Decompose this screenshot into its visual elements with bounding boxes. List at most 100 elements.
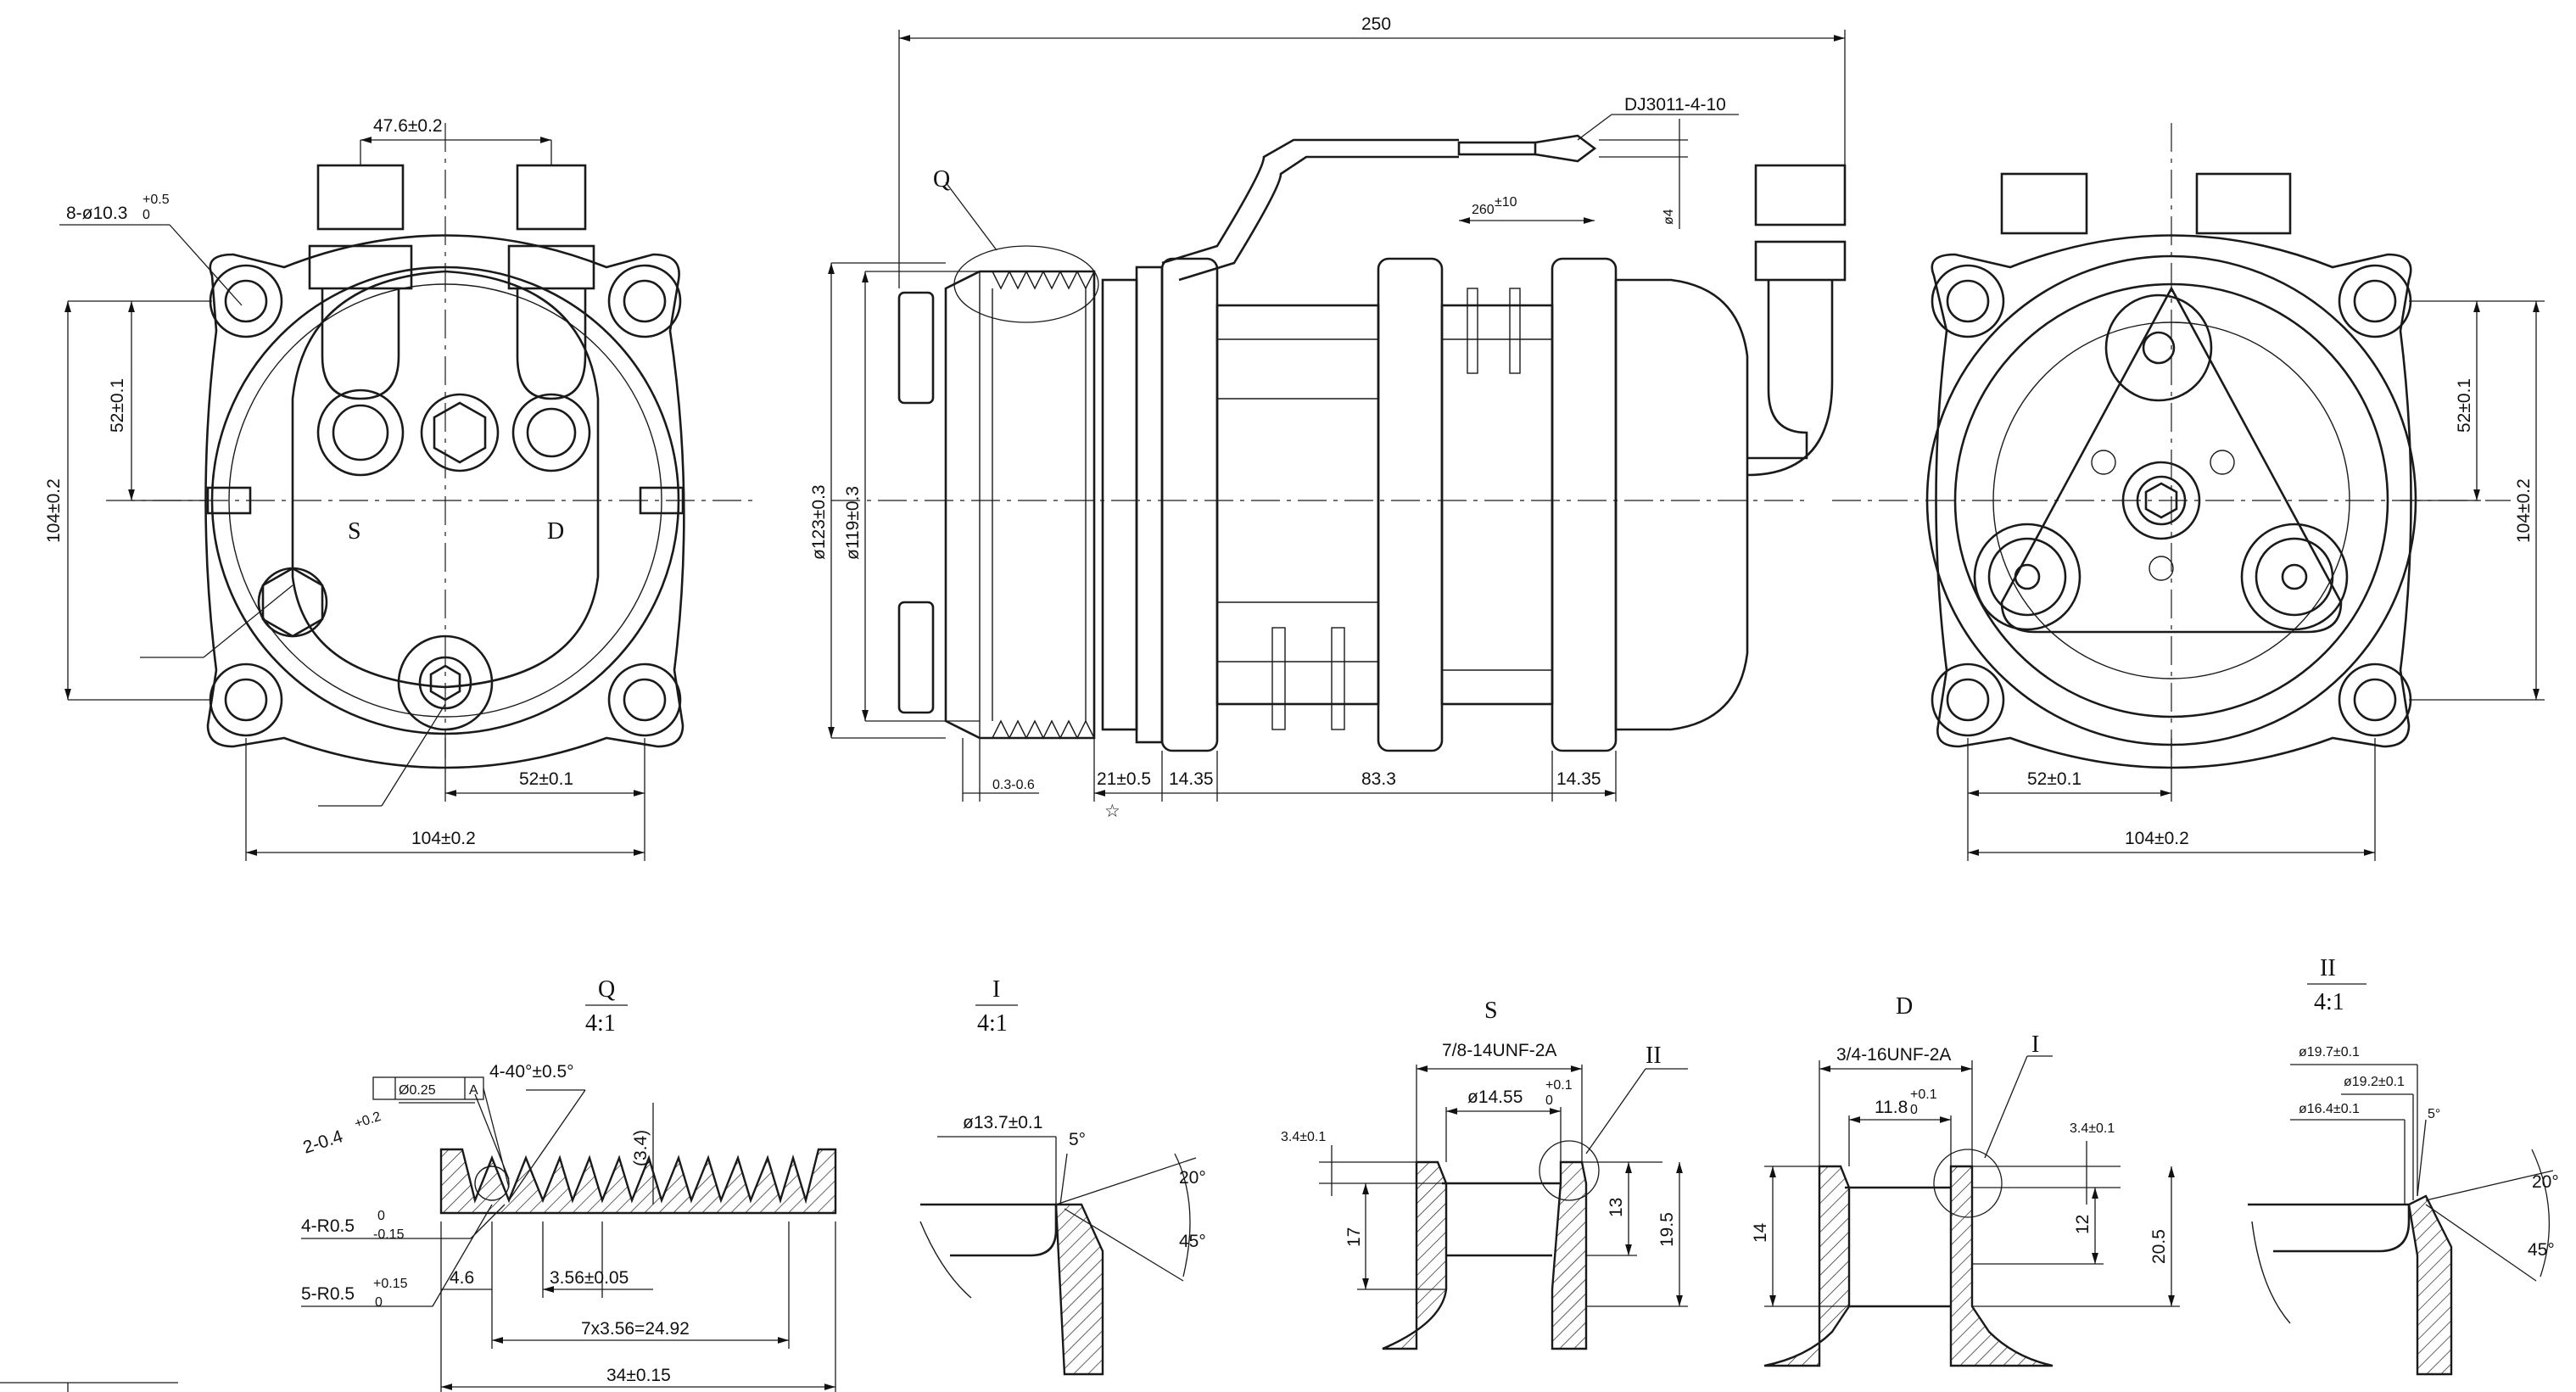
discharge-fitting xyxy=(507,164,595,472)
detail-q-datum: A xyxy=(469,1083,478,1098)
rear-dim-top: 47.6±0.2 xyxy=(373,116,443,136)
detail-s-left-small: 3.4±0.1 xyxy=(1281,1130,1326,1144)
side-dim-d: 14.35 xyxy=(1556,769,1601,789)
detail-s-r2: 19.5 xyxy=(1657,1212,1677,1247)
detail-i-title: I xyxy=(992,976,1000,1003)
front-hole-tr xyxy=(2338,264,2412,338)
mounting-hole-tr xyxy=(607,264,682,338)
rear-dim-left-outer: 104±0.2 xyxy=(44,478,64,543)
detail-s-bore-tol: +0.1 xyxy=(1545,1078,1573,1093)
detail-d-right-small: 3.4±0.1 xyxy=(2070,1121,2115,1136)
detail-s-title: S xyxy=(1484,998,1498,1024)
detail-q-radius-a-tol-low: -0.15 xyxy=(373,1227,405,1242)
rear-dim-hole: 8-ø10.3 xyxy=(66,204,127,223)
detail-q-span: 7x3.56=24.92 xyxy=(581,1319,690,1339)
rear-dim-bottom-outer: 104±0.2 xyxy=(411,829,476,848)
mounting-hole-tl xyxy=(209,264,283,338)
mounting-hole-bl xyxy=(209,662,283,737)
front-dim-bottom-inner: 52±0.1 xyxy=(2027,769,2081,789)
side-wire-length: 260 xyxy=(1472,203,1495,217)
front-dim-right-inner: 52±0.1 xyxy=(2455,378,2474,433)
front-view: 104±0.2 52±0.1 52±0.1 104±0.2 xyxy=(1832,123,2545,861)
detail-d-r2: 20.5 xyxy=(2149,1229,2169,1264)
detail-ii-angle-small: 5° xyxy=(2428,1107,2440,1121)
side-dim-pin: ø4 xyxy=(1662,209,1676,225)
detail-ii: II 4:1 ø19.7±0.1 ø19.2±0.1 ø16.4±0.1 5° … xyxy=(2248,955,2559,1376)
detail-s-r1: 13 xyxy=(1607,1198,1626,1217)
detail-d-bore-tol-low: 0 xyxy=(1910,1103,1918,1117)
rear-dim-bottom-inner: 52±0.1 xyxy=(519,769,573,789)
rear-dim-hole-tol-up: +0.5 xyxy=(142,193,170,207)
detail-s-bore: ø14.55 xyxy=(1467,1087,1523,1107)
detail-ii-angle-b: 45° xyxy=(2528,1240,2555,1260)
detail-q-radius-b: 5-R0.5 xyxy=(301,1284,355,1304)
detail-q-radius-a-tol-up: 0 xyxy=(377,1209,385,1223)
detail-q-groove-tol: +0.2 xyxy=(353,1110,383,1132)
detail-s: S II 7/8-14UNF-2A ø14.55 +0.1 0 3.4±0.1 … xyxy=(1281,998,1688,1350)
side-label-q: Q xyxy=(933,166,950,193)
detail-i-dia: ø13.7±0.1 xyxy=(963,1113,1042,1132)
detail-ii-title: II xyxy=(2320,955,2336,981)
side-dim-a: 21±0.5 xyxy=(1097,769,1151,789)
side-dim-b: 14.35 xyxy=(1169,769,1214,789)
detail-i-angle-a: 20° xyxy=(1179,1168,1206,1188)
detail-q-width: 34±0.15 xyxy=(606,1366,671,1385)
detail-q-tolerance: Ø0.25 xyxy=(399,1083,436,1098)
detail-d-thread: 3/4-16UNF-2A xyxy=(1836,1045,1951,1065)
detail-q-title: Q xyxy=(598,976,615,1003)
detail-ii-angle-a: 20° xyxy=(2532,1172,2559,1192)
detail-i: I 4:1 ø13.7±0.1 20° 45° 5° xyxy=(919,976,1206,1376)
pulley xyxy=(944,270,1096,740)
side-dim-c: 83.3 xyxy=(1361,769,1396,789)
suction-label: S xyxy=(348,518,361,545)
detail-s-thread: 7/8-14UNF-2A xyxy=(1442,1041,1556,1060)
detail-d-bore-tol: +0.1 xyxy=(1910,1087,1937,1102)
detail-ii-dim-b: ø19.2±0.1 xyxy=(2344,1075,2405,1089)
detail-d-r1: 12 xyxy=(2073,1215,2093,1234)
detail-d: D I 3/4-16UNF-2A 11.8 +0.1 0 3.4±0.1 14 … xyxy=(1751,993,2180,1367)
side-dim-total: 250 xyxy=(1361,14,1391,34)
detail-d-left-big: 14 xyxy=(1751,1222,1770,1243)
side-view: 250 DJ3011-4-10 260 ±10 ø4 ø123±0.3 ø119… xyxy=(809,14,1847,821)
detail-q-edge: 4.6 xyxy=(450,1268,474,1288)
detail-q-height: (3.4) xyxy=(631,1130,651,1166)
detail-s-callout: II xyxy=(1646,1043,1662,1069)
detail-ii-dim-a: ø19.7±0.1 xyxy=(2299,1045,2360,1059)
detail-d-bore: 11.8 xyxy=(1875,1098,1908,1117)
detail-s-bore-tol-low: 0 xyxy=(1545,1093,1553,1108)
detail-q-pitch: 3.56±0.05 xyxy=(550,1268,629,1288)
suction-fitting xyxy=(308,164,413,477)
side-wire-tol: ±10 xyxy=(1495,195,1517,210)
rear-dim-left-inner: 52±0.1 xyxy=(108,378,127,433)
detail-d-title: D xyxy=(1896,993,1913,1020)
detail-q-radius-b-tol-up: +0.15 xyxy=(373,1277,408,1291)
detail-q-radius-a: 4-R0.5 xyxy=(301,1216,355,1236)
detail-q-groove-depth: 2-0.4 xyxy=(300,1126,345,1158)
detail-ii-scale: 4:1 xyxy=(2314,989,2344,1015)
detail-q: Q 4:1 34±0.15 7x3.56=24.92 4.6 3.56±0.05… xyxy=(300,976,837,1392)
detail-i-angle-small: 5° xyxy=(1069,1130,1086,1149)
side-connector: DJ3011-4-10 xyxy=(1624,95,1726,115)
mounting-hole-br xyxy=(607,662,682,737)
rear-view: S D 47.6±0.2 8-ø10.3 +0.5 0 104±0.2 52±0… xyxy=(44,116,759,861)
side-star: ☆ xyxy=(1104,802,1120,821)
discharge-label: D xyxy=(547,518,564,545)
detail-q-scale: 4:1 xyxy=(585,1010,616,1037)
front-dim-bottom-outer: 104±0.2 xyxy=(2125,829,2189,848)
detail-i-angle-b: 45° xyxy=(1179,1232,1206,1251)
detail-d-callout: I xyxy=(2031,1031,2039,1058)
front-hole-tl xyxy=(1931,264,2005,338)
detail-q-angle: 4-40°±0.5° xyxy=(489,1062,574,1082)
front-hole-bl xyxy=(1931,662,2005,737)
detail-i-scale: 4:1 xyxy=(977,1010,1008,1037)
detail-q-radius-b-tol-low: 0 xyxy=(375,1295,383,1310)
rear-dim-hole-tol-low: 0 xyxy=(142,208,150,222)
detail-s-left-big: 17 xyxy=(1344,1227,1364,1247)
side-dim-gap: 0.3-0.6 xyxy=(992,778,1035,792)
side-dim-pulley-inner: ø119±0.3 xyxy=(843,486,863,560)
front-dim-right-outer: 104±0.2 xyxy=(2514,478,2534,543)
detail-ii-dim-c: ø16.4±0.1 xyxy=(2299,1102,2360,1116)
side-dim-pulley-outer: ø123±0.3 xyxy=(809,484,829,560)
front-hole-br xyxy=(2338,662,2412,737)
